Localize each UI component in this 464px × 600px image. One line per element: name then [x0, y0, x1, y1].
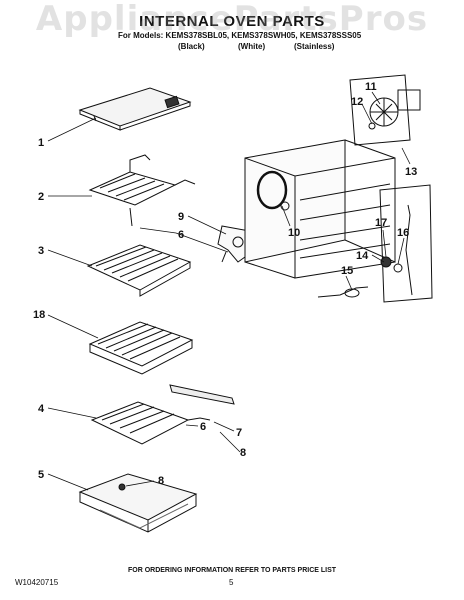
- callout-1: 1: [38, 137, 44, 149]
- variant-white: (White): [238, 42, 266, 51]
- callout-13: 13: [405, 166, 417, 178]
- callout-10: 10: [288, 227, 300, 239]
- part-oven-rack: [86, 244, 192, 297]
- ordering-info: FOR ORDERING INFORMATION REFER TO PARTS …: [127, 567, 337, 574]
- callout-8a: 8: [240, 447, 246, 459]
- callout-17: 17: [375, 217, 387, 229]
- part-top-panel: [78, 87, 192, 131]
- part-bake-element: [88, 154, 196, 227]
- callout-9: 9: [178, 211, 184, 223]
- callout-12: 12: [351, 96, 363, 108]
- part-broil-element: [90, 384, 235, 445]
- page-title: INTERNAL OVEN PARTS: [139, 13, 325, 30]
- models-line: For Models: KEMS378SBL05, KEMS378SWH05, …: [118, 31, 362, 40]
- variant-stainless: (Stainless): [294, 42, 335, 51]
- callout-5: 5: [38, 469, 44, 481]
- callout-8b: 8: [158, 475, 164, 487]
- leader-lines: [47, 91, 411, 491]
- callout-14: 14: [356, 250, 369, 262]
- callout-11: 11: [365, 81, 377, 93]
- page-number: 5: [229, 578, 234, 587]
- part-rollout-rack: [88, 321, 194, 375]
- callout-7: 7: [236, 427, 242, 439]
- callout-3: 3: [38, 245, 44, 257]
- part-probe: [317, 286, 369, 298]
- callout-4: 4: [38, 403, 45, 415]
- callout-2: 2: [38, 191, 44, 203]
- part-oven-cavity: [244, 139, 396, 279]
- part-sensor-assembly: [379, 184, 433, 303]
- callouts: 1 2 9 6 10 11 12 13 3 14 17 16 15 18 4 6…: [33, 81, 417, 487]
- doc-number: W10420715: [15, 578, 59, 587]
- callout-16: 16: [397, 227, 409, 239]
- variant-black: (Black): [178, 42, 205, 51]
- part-convection-fan: [349, 74, 421, 146]
- callout-6a: 6: [178, 229, 184, 241]
- callout-15: 15: [341, 265, 353, 277]
- part-drip-tray: [78, 473, 198, 533]
- callout-6b: 6: [200, 421, 206, 433]
- callout-18: 18: [33, 309, 45, 321]
- watermark: AppliancePartsPros: [35, 0, 429, 39]
